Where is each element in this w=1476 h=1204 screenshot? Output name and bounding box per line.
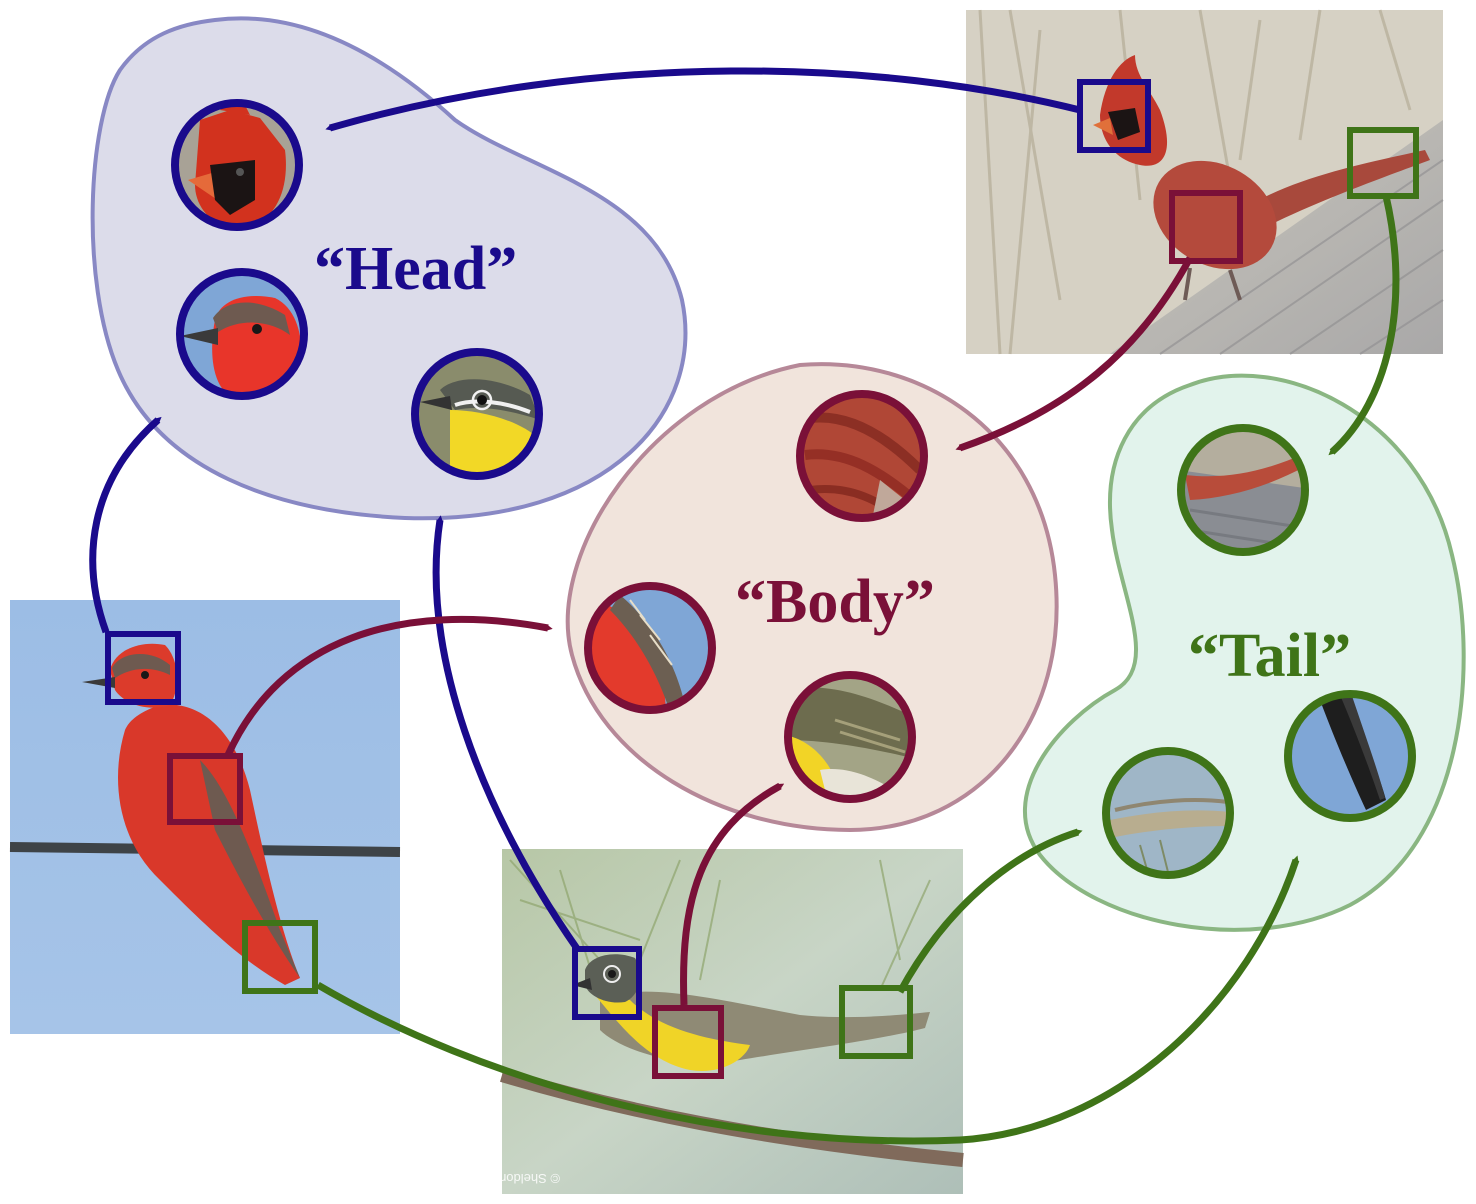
chat-tail-box [839, 985, 913, 1059]
flycatcher-photo [9, 600, 401, 1034]
cardinal-tail-box [1347, 127, 1419, 199]
arrow-flycatcher-body [224, 615, 553, 757]
chat-head-box [572, 946, 642, 1020]
head-crop-chat [411, 348, 543, 480]
flycatcher-body-box [167, 753, 243, 825]
arrow-cardinal-tail [1328, 195, 1400, 456]
body-crop-chat [784, 671, 916, 803]
head-crop-flycatcher [176, 268, 308, 400]
head-crop-cardinal [171, 99, 303, 231]
cardinal-body-box [1169, 190, 1243, 264]
tail-crop-cardinal [1177, 424, 1309, 556]
chat-photo-watermark: © Sheldon_G.Wilson [439, 1171, 560, 1186]
arrow-flycatcher-tail [316, 855, 1300, 1145]
body-cluster-label: “Body” [735, 568, 935, 636]
arrow-flycatcher-head [89, 416, 162, 634]
flycatcher-tail-box [242, 920, 318, 994]
flycatcher-head-box [105, 631, 181, 705]
tail-crop-flycatcher [1284, 690, 1416, 822]
cardinal-head-box [1077, 79, 1151, 153]
chat-photo: © Sheldon_G.Wilson [439, 849, 964, 1194]
tail-crop-chat [1102, 747, 1234, 879]
arrow-chat-head [432, 515, 581, 953]
arrow-chat-tail [896, 828, 1083, 994]
arrow-cardinal-body [955, 256, 1194, 452]
head-cluster-label: “Head” [314, 235, 517, 303]
body-crop-flycatcher [584, 582, 716, 714]
body-cluster-region [565, 362, 1059, 833]
cardinal-photo [966, 9, 1444, 355]
chat-body-box [652, 1005, 724, 1079]
body-crop-cardinal [796, 390, 928, 522]
tail-cluster-label: “Tail” [1188, 622, 1351, 690]
arrow-cardinal-head [325, 67, 1081, 132]
arrow-chat-body [680, 782, 785, 1006]
